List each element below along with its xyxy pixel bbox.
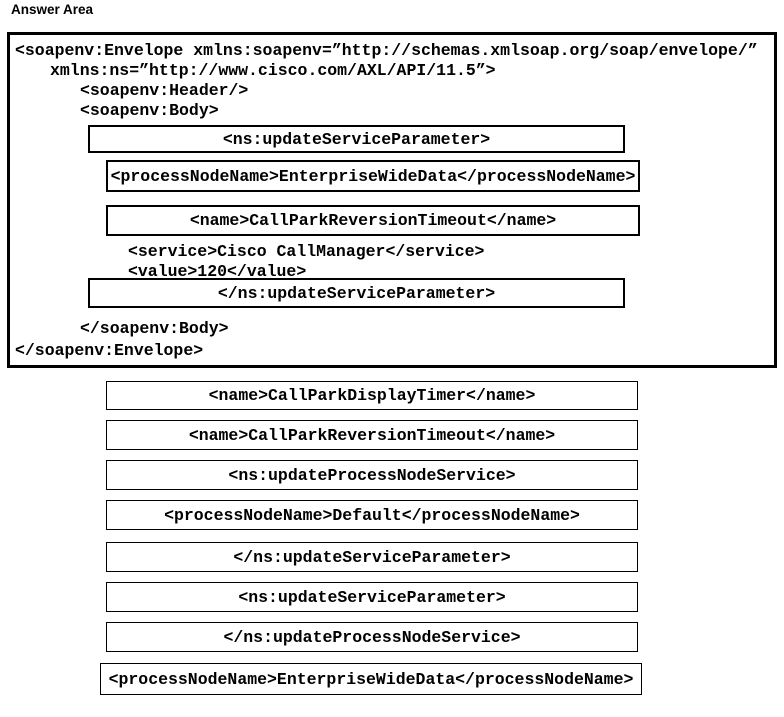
code-line-service: <service>Cisco CallManager</service> — [128, 242, 485, 261]
option-process-node-name-enterprisewidedata[interactable]: <processNodeName>EnterpriseWideData</pro… — [100, 663, 642, 695]
code-line-value: <value>120</value> — [128, 262, 307, 281]
answer-slot-name[interactable]: <name>CallParkReversionTimeout</name> — [106, 205, 640, 236]
option-process-node-name-default[interactable]: <processNodeName>Default</processNodeNam… — [106, 500, 638, 530]
option-update-service-parameter-open[interactable]: <ns:updateServiceParameter> — [106, 582, 638, 612]
answer-slot-update-service-parameter-close[interactable]: </ns:updateServiceParameter> — [88, 278, 625, 308]
option-update-process-node-service-close[interactable]: </ns:updateProcessNodeService> — [106, 622, 638, 652]
answer-area-panel: <soapenv:Envelope xmlns:soapenv=”http://… — [7, 32, 777, 368]
code-line-soapenv-body-open: <soapenv:Body> — [80, 101, 219, 120]
code-line-envelope-close: </soapenv:Envelope> — [15, 341, 204, 360]
option-update-process-node-service-open[interactable]: <ns:updateProcessNodeService> — [106, 460, 638, 490]
answer-slot-process-node-name[interactable]: <processNodeName>EnterpriseWideData</pro… — [106, 160, 640, 192]
code-line-soapenv-body-close: </soapenv:Body> — [80, 319, 229, 338]
answer-slot-update-service-parameter-open[interactable]: <ns:updateServiceParameter> — [88, 125, 625, 153]
option-name-callparkreversiontimeout[interactable]: <name>CallParkReversionTimeout</name> — [106, 420, 638, 450]
code-line-xmlns-ns: xmlns:ns=”http://www.cisco.com/AXL/API/1… — [50, 61, 496, 80]
code-line-envelope-open: <soapenv:Envelope xmlns:soapenv=”http://… — [15, 41, 758, 60]
answer-area-heading: Answer Area — [11, 2, 94, 17]
code-line-soapenv-header: <soapenv:Header/> — [80, 81, 249, 100]
option-name-callparkdisplaytimer[interactable]: <name>CallParkDisplayTimer</name> — [106, 381, 638, 410]
option-update-service-parameter-close[interactable]: </ns:updateServiceParameter> — [106, 542, 638, 572]
